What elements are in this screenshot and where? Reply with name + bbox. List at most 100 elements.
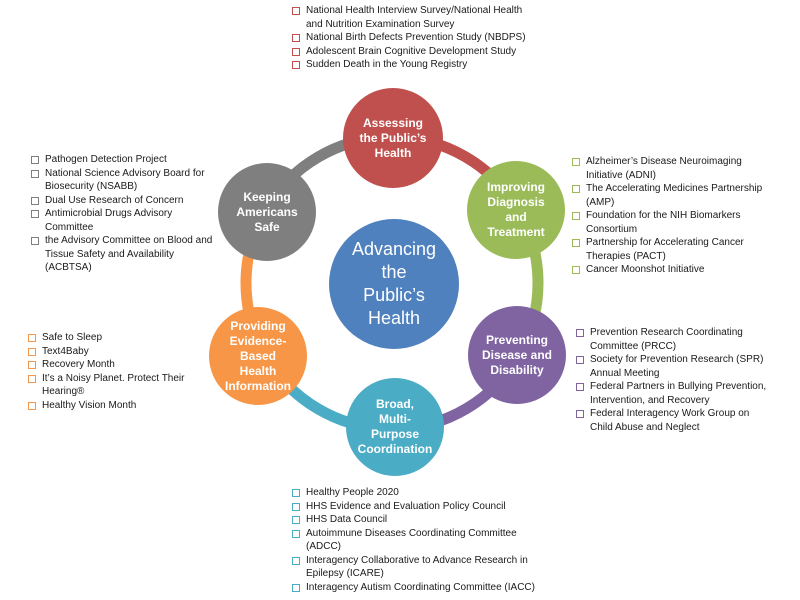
checkbox-bullet-icon	[28, 347, 36, 356]
node-providing: Providing Evidence- Based Health Informa…	[209, 307, 307, 405]
list-item-text: HHS Data Council	[306, 514, 388, 525]
list-item-text: National Science Advisory Board for Bios…	[45, 167, 205, 193]
list-item-text: Foundation for the NIH Biomarkers Consor…	[586, 210, 741, 235]
checkbox-bullet-icon	[292, 516, 300, 524]
node-improving: Improving Diagnosis and Treatment	[467, 161, 565, 259]
checkbox-bullet-icon	[292, 556, 300, 565]
list-item: Dual Use Research of Concern	[31, 194, 231, 208]
list-item: It’s a Noisy Planet. Protect Their Heari…	[28, 372, 218, 399]
list-item-text: Cancer Moonshot Initiative	[586, 264, 705, 275]
list-item-text: the Advisory Committee on Blood and Tiss…	[45, 235, 213, 273]
list-item-text: Partnership for Accelerating Cancer Ther…	[586, 237, 744, 262]
node-preventing: Preventing Disease and Disability	[468, 306, 566, 404]
list-item-text: Text4Baby	[42, 345, 89, 357]
list-item: the Advisory Committee on Blood and Tiss…	[31, 234, 231, 275]
list-item: Federal Partners in Bullying Prevention,…	[576, 380, 798, 407]
list-item-text: Interagency Collaborative to Advance Res…	[306, 554, 528, 580]
list-item: The Accelerating Medicines Partnership (…	[572, 182, 797, 209]
list-item-text: Federal Partners in Bullying Prevention,…	[590, 381, 767, 406]
node-keeping-label: Keeping Americans Safe	[236, 189, 298, 234]
list-item-text: HHS Evidence and Evaluation Policy Counc…	[306, 500, 506, 512]
list-item: Healthy People 2020	[292, 486, 572, 500]
center-node-label: Advancing the Public’s Health	[351, 239, 437, 328]
list-preventing: Prevention Research Coordinating Committ…	[576, 326, 798, 434]
checkbox-bullet-icon	[576, 410, 584, 418]
checkbox-bullet-icon	[28, 361, 36, 369]
checkbox-bullet-icon	[31, 156, 39, 164]
checkbox-bullet-icon	[28, 374, 36, 383]
list-item: Partnership for Accelerating Cancer Ther…	[572, 236, 797, 263]
list-item-text: National Health Interview Survey/Nationa…	[306, 5, 523, 30]
list-item: Foundation for the NIH Biomarkers Consor…	[572, 209, 797, 236]
checkbox-bullet-icon	[576, 383, 584, 391]
node-improving-label: Improving Diagnosis and Treatment	[486, 180, 545, 239]
list-item-text: Federal Interagency Work Group on Child …	[590, 408, 750, 433]
list-item-text: Interagency Autism Coordinating Committe…	[306, 581, 535, 593]
checkbox-bullet-icon	[576, 356, 584, 364]
checkbox-bullet-icon	[292, 34, 300, 42]
list-item: Antimicrobial Drugs Advisory Committee	[31, 207, 231, 234]
list-item-text: Dual Use Research of Concern	[45, 194, 184, 206]
node-assessing-label: Assessing the Public’s Health	[359, 115, 427, 160]
checkbox-bullet-icon	[572, 266, 580, 274]
node-assessing: Assessing the Public’s Health	[343, 88, 443, 188]
list-item: Text4Baby	[28, 345, 218, 359]
checkbox-bullet-icon	[292, 529, 300, 538]
list-item: Prevention Research Coordinating Committ…	[576, 326, 798, 353]
list-item-text: Healthy People 2020	[306, 487, 399, 498]
list-item: Safe to Sleep	[28, 331, 218, 345]
checkbox-bullet-icon	[31, 169, 39, 178]
list-improving: Alzheimer’s Disease Neuroimaging Initiat…	[572, 155, 797, 277]
checkbox-bullet-icon	[292, 583, 300, 592]
checkbox-bullet-icon	[292, 47, 300, 56]
list-item-text: Adolescent Brain Cognitive Development S…	[306, 45, 517, 57]
center-node-advancing-public-health: Advancing the Public’s Health	[329, 219, 459, 349]
list-item: National Birth Defects Prevention Study …	[292, 31, 552, 45]
checkbox-bullet-icon	[292, 61, 300, 69]
node-broad-label: Broad, Multi- Purpose Coordination	[357, 397, 433, 456]
checkbox-bullet-icon	[292, 7, 300, 15]
checkbox-bullet-icon	[572, 158, 580, 166]
list-item-text: Pathogen Detection Project	[45, 154, 167, 165]
checkbox-bullet-icon	[292, 502, 300, 511]
list-item-text: It’s a Noisy Planet. Protect Their Heari…	[42, 372, 185, 398]
list-item-text: The Accelerating Medicines Partnership (…	[586, 183, 763, 208]
list-item-text: Recovery Month	[42, 359, 115, 370]
list-item-text: National Birth Defects Prevention Study …	[306, 32, 526, 43]
list-item: Interagency Collaborative to Advance Res…	[292, 554, 572, 581]
list-item: Recovery Month	[28, 358, 218, 372]
node-broad: Broad, Multi- Purpose Coordination	[346, 378, 444, 476]
list-item: Healthy Vision Month	[28, 399, 218, 413]
list-item-text: Safe to Sleep	[42, 332, 103, 343]
list-item: Sudden Death in the Young Registry	[292, 58, 552, 72]
list-item: Autoimmune Diseases Coordinating Committ…	[292, 527, 572, 554]
list-item-text: Sudden Death in the Young Registry	[306, 59, 468, 70]
list-item: Federal Interagency Work Group on Child …	[576, 407, 798, 434]
node-keeping: Keeping Americans Safe	[218, 163, 316, 261]
list-item-text: Autoimmune Diseases Coordinating Committ…	[306, 527, 517, 553]
checkbox-bullet-icon	[28, 401, 36, 410]
list-item: Adolescent Brain Cognitive Development S…	[292, 45, 552, 59]
checkbox-bullet-icon	[292, 489, 300, 497]
checkbox-bullet-icon	[572, 185, 580, 193]
list-item: Society for Prevention Research (SPR) An…	[576, 353, 798, 380]
node-providing-label: Providing Evidence- Based Health Informa…	[225, 318, 291, 393]
checkbox-bullet-icon	[31, 196, 39, 205]
list-item: Cancer Moonshot Initiative	[572, 263, 797, 277]
list-item: HHS Data Council	[292, 513, 572, 527]
checkbox-bullet-icon	[28, 334, 36, 342]
node-preventing-label: Preventing Disease and Disability	[481, 332, 553, 377]
list-assessing: National Health Interview Survey/Nationa…	[292, 4, 552, 72]
list-item-text: Antimicrobial Drugs Advisory Committee	[45, 208, 173, 233]
list-item-text: Prevention Research Coordinating Committ…	[590, 327, 743, 352]
list-item: National Science Advisory Board for Bios…	[31, 167, 231, 194]
list-item-text: Healthy Vision Month	[42, 399, 137, 411]
checkbox-bullet-icon	[572, 212, 580, 220]
list-item: Interagency Autism Coordinating Committe…	[292, 581, 572, 595]
list-item-text: Alzheimer’s Disease Neuroimaging Initiat…	[586, 156, 742, 181]
checkbox-bullet-icon	[31, 210, 39, 218]
list-item: Alzheimer’s Disease Neuroimaging Initiat…	[572, 155, 797, 182]
